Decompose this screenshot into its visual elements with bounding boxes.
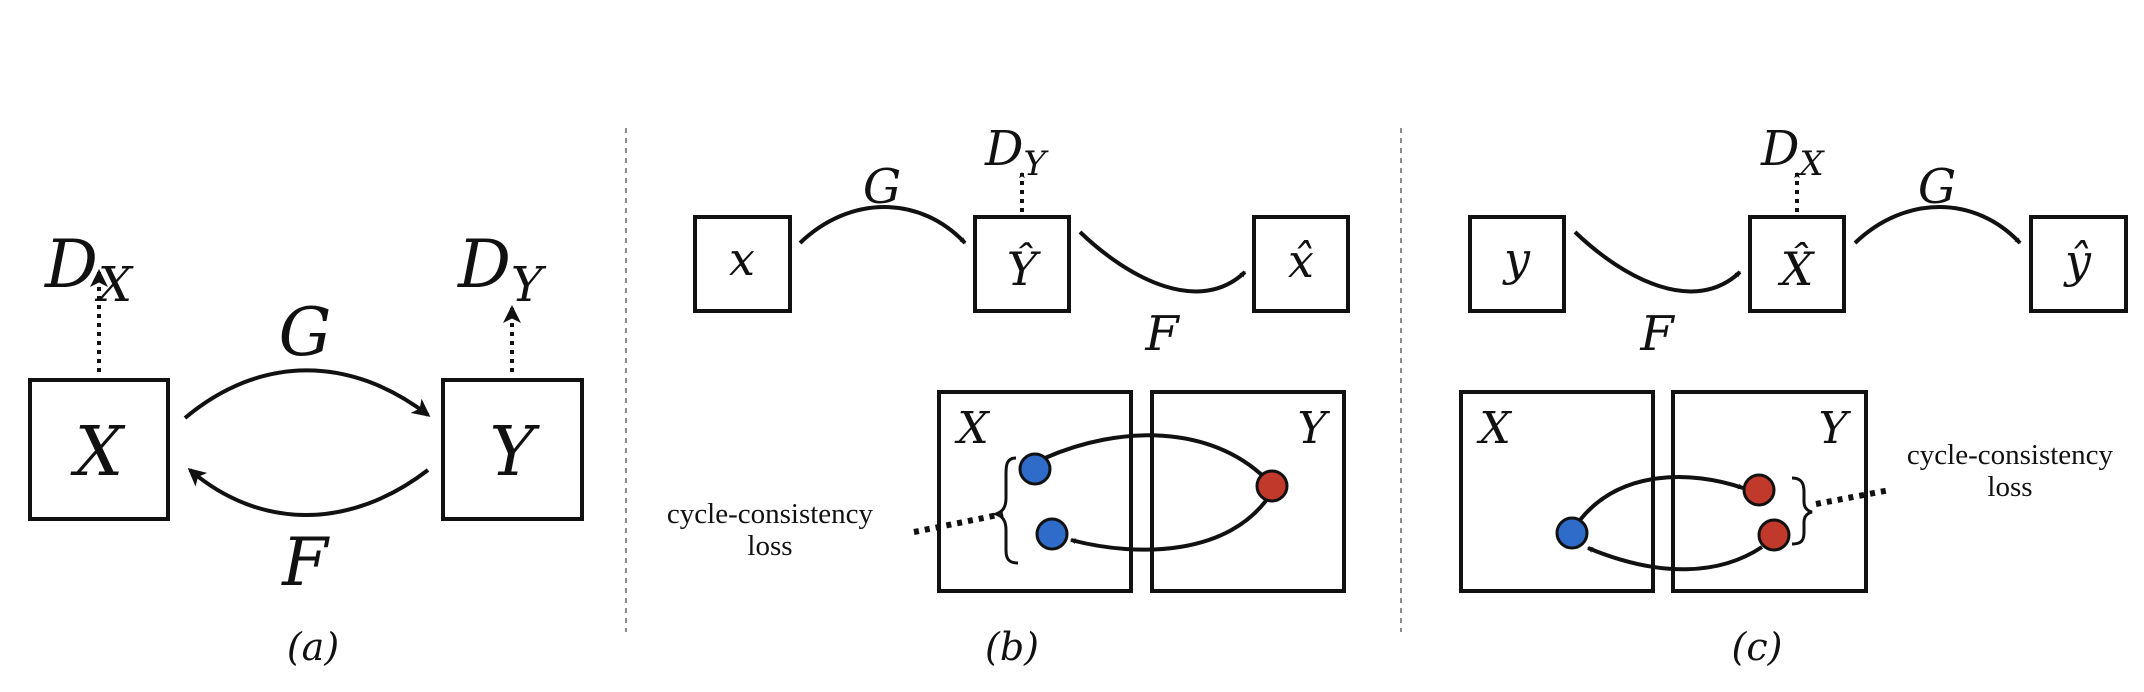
domain-x-box <box>28 378 170 521</box>
disc-y-label: DY <box>984 121 1049 184</box>
domain-x-label: X <box>954 403 990 454</box>
loss-label-line2: loss <box>1987 471 2032 503</box>
input-y-box <box>1468 215 1566 313</box>
source-point <box>1555 516 1589 550</box>
generator-g-arrow <box>798 205 967 245</box>
generator-g-arrow <box>183 368 431 420</box>
domain-y-label: Y <box>490 413 541 492</box>
caption-a: (a) <box>287 625 339 669</box>
domain-y-label: Y <box>1297 403 1330 454</box>
f-label: F <box>1144 306 1180 362</box>
domain-x-square <box>1459 390 1655 593</box>
reconstructed-point <box>1757 518 1791 552</box>
panel-a: X Y DX DY G F (a) <box>28 226 584 669</box>
input-x-label: x <box>729 232 755 286</box>
generator-f-arrow <box>187 468 430 517</box>
source-point <box>1018 452 1052 486</box>
caption-c: (c) <box>1732 625 1783 669</box>
domain-x-label: X <box>70 413 126 492</box>
disc-y-label: DY <box>457 226 547 313</box>
domain-y-label: Y <box>1818 403 1851 454</box>
g-label: G <box>279 294 332 371</box>
generator-f-arrow <box>1573 230 1742 294</box>
forward-mapping-arrow <box>1578 475 1744 522</box>
disc-x-label: DX <box>1760 121 1825 184</box>
loss-brace <box>991 456 1019 565</box>
g-label: G <box>863 159 901 215</box>
loss-brace <box>1791 476 1813 546</box>
input-y-label: y <box>1502 232 1531 286</box>
disc-x-label: DX <box>44 226 134 313</box>
reconstructed-y-box <box>2029 215 2128 313</box>
translated-point <box>1742 473 1776 507</box>
generated-x-box <box>1748 215 1846 313</box>
domain-x-label: X <box>1476 403 1512 454</box>
domain-x-square <box>937 390 1133 593</box>
generated-y-label: Ŷ <box>1007 241 1042 296</box>
loss-dotted-line <box>1815 487 1891 507</box>
translated-point <box>1255 469 1289 503</box>
reconstructed-x-label: x̂ <box>1288 234 1314 288</box>
generated-y-box <box>973 215 1071 313</box>
forward-mapping-arrow <box>1044 433 1267 480</box>
backward-mapping-arrow <box>1587 545 1764 572</box>
f-label: F <box>1639 306 1675 362</box>
input-x-box <box>693 215 792 313</box>
domain-y-square <box>1150 390 1346 593</box>
loss-label-line1: cycle-consistency <box>667 498 874 530</box>
reconstructed-x-box <box>1252 215 1350 313</box>
loss-label-line1: cycle-consistency <box>1907 439 2114 471</box>
generated-x-label: X̂ <box>1778 242 1816 296</box>
reconstructed-point <box>1035 517 1069 551</box>
backward-mapping-arrow <box>1070 493 1272 552</box>
panel-b: x Ŷ x̂ DY G F X Y cycle-consistency loss… <box>667 121 1350 669</box>
panel-c: y X̂ ŷ DX F G X Y cycle-consistency loss… <box>1459 121 2128 669</box>
f-label: F <box>281 524 330 601</box>
generator-f-arrow <box>1078 230 1247 294</box>
reconstructed-y-label: ŷ <box>2063 234 2092 288</box>
generator-g-arrow <box>1853 205 2022 245</box>
g-label: G <box>1918 159 1956 215</box>
loss-label-line2: loss <box>747 530 792 562</box>
domain-y-box <box>441 378 584 521</box>
caption-b: (b) <box>985 625 1039 669</box>
loss-dotted-line <box>913 511 1004 535</box>
